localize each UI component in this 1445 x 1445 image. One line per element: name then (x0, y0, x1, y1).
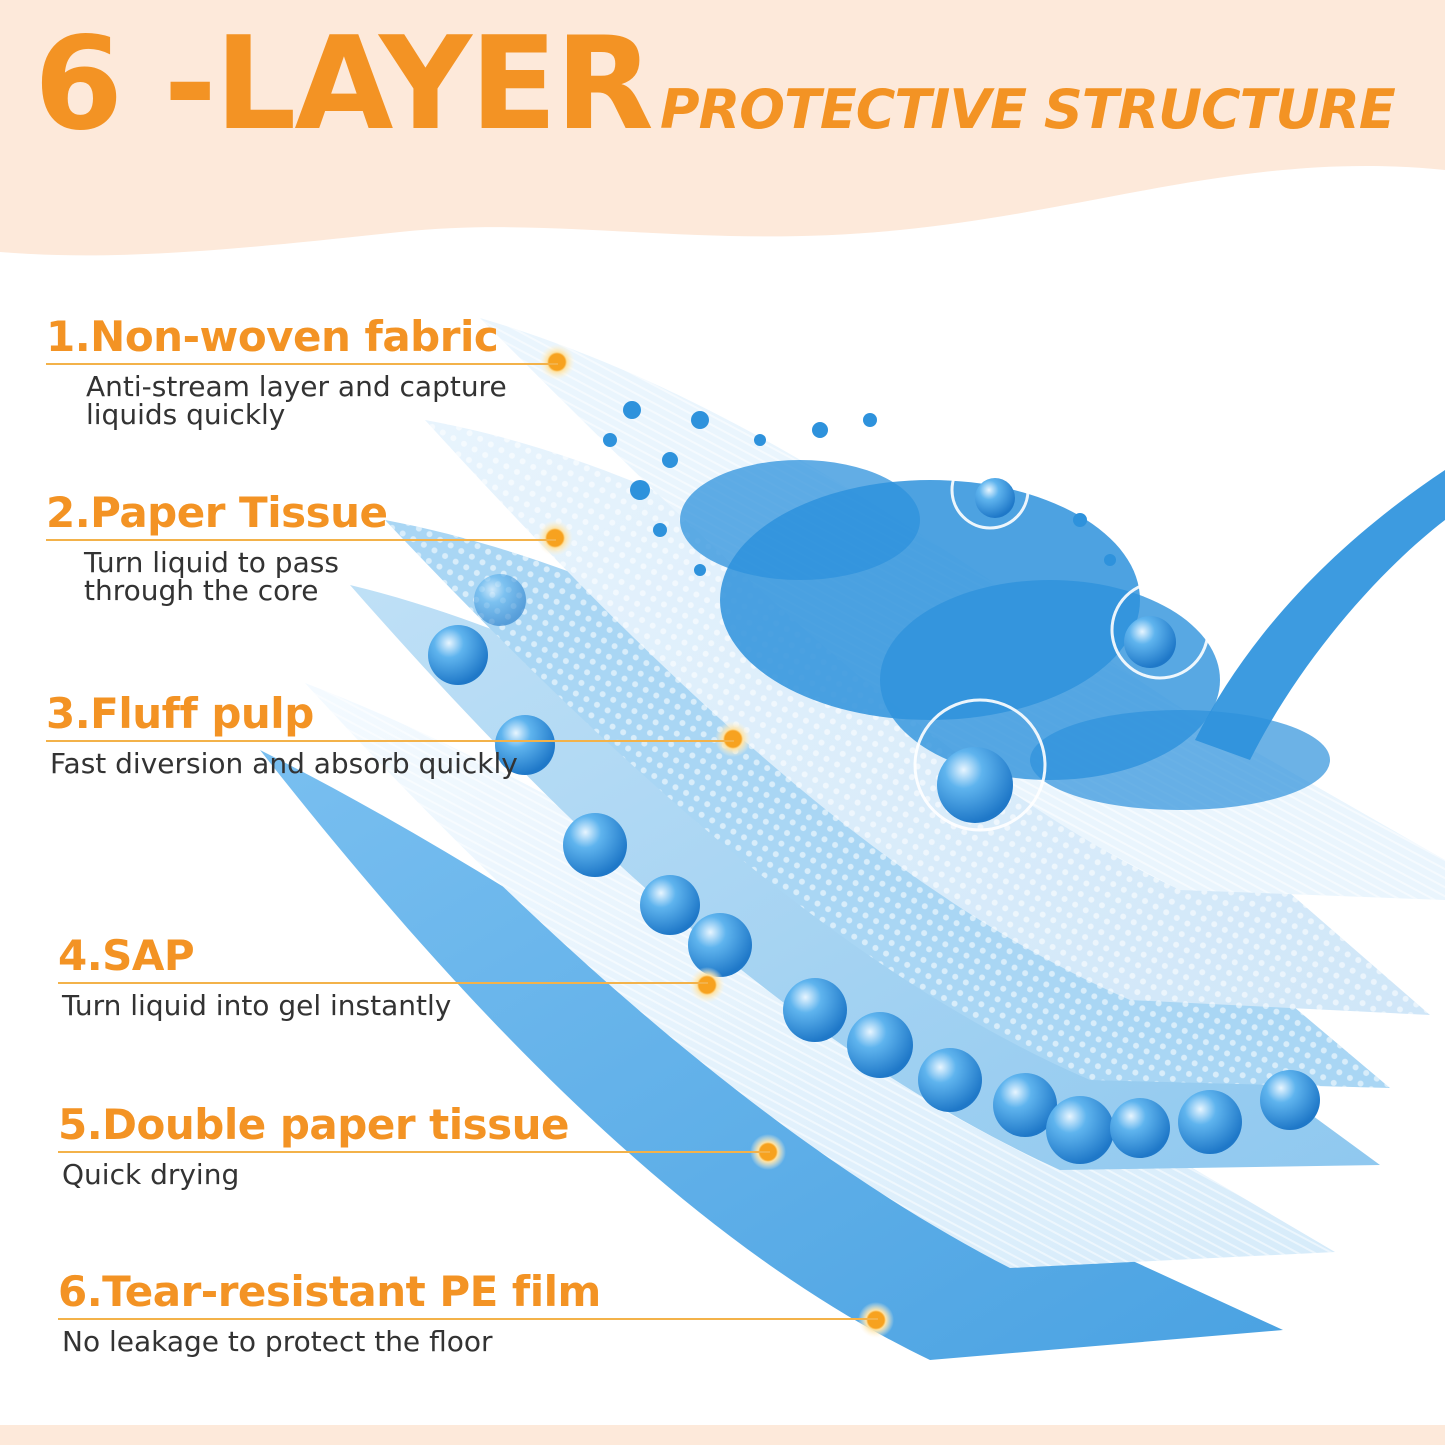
layer-description: Turn liquid into gel instantly (62, 989, 452, 1022)
leader-line (46, 539, 556, 541)
layer-title: 2.Paper Tissue (46, 488, 388, 537)
header-wave (0, 0, 1445, 256)
water-splash (603, 401, 1330, 810)
water-stream (1195, 470, 1445, 760)
layer-label-6: 6.Tear-resistant PE film No leakage to p… (58, 1268, 878, 1356)
bubbles (913, 450, 1210, 832)
leader-line (58, 982, 708, 984)
layer-label-3: 3.Fluff pulp Fast diversion and absorb q… (46, 690, 734, 778)
layer-title: 3.Fluff pulp (46, 689, 314, 738)
layer-description: Fast diversion and absorb quickly (50, 747, 518, 780)
layer-description: Quick drying (62, 1158, 240, 1191)
leader-line (58, 1151, 770, 1153)
page-title: 6 -LAYER (34, 10, 654, 159)
leader-line (58, 1318, 878, 1320)
bottom-band (0, 1425, 1445, 1445)
layer-description: Anti-stream layer and capture liquids qu… (86, 370, 507, 431)
sap-beads (428, 574, 1320, 1164)
layer-title: 5.Double paper tissue (58, 1100, 570, 1149)
layer-title: 4.SAP (58, 931, 195, 980)
layer-label-1: 1.Non-woven fabric Anti-stream layer and… (46, 313, 558, 429)
page-subtitle: PROTECTIVE STRUCTURE (660, 78, 1396, 141)
layer-label-5: 5.Double paper tissue Quick drying (58, 1101, 770, 1189)
layer-pe-film (260, 750, 1283, 1360)
leader-line (46, 740, 734, 742)
layer-description: No leakage to protect the floor (62, 1325, 493, 1358)
leader-line (46, 363, 558, 365)
layer-description: Turn liquid to pass through the core (84, 546, 339, 607)
layer-title: 1.Non-woven fabric (46, 312, 499, 361)
layer-label-2: 2.Paper Tissue Turn liquid to pass throu… (46, 489, 556, 605)
layer-title: 6.Tear-resistant PE film (58, 1267, 601, 1316)
layer-label-4: 4.SAP Turn liquid into gel instantly (58, 932, 708, 1020)
